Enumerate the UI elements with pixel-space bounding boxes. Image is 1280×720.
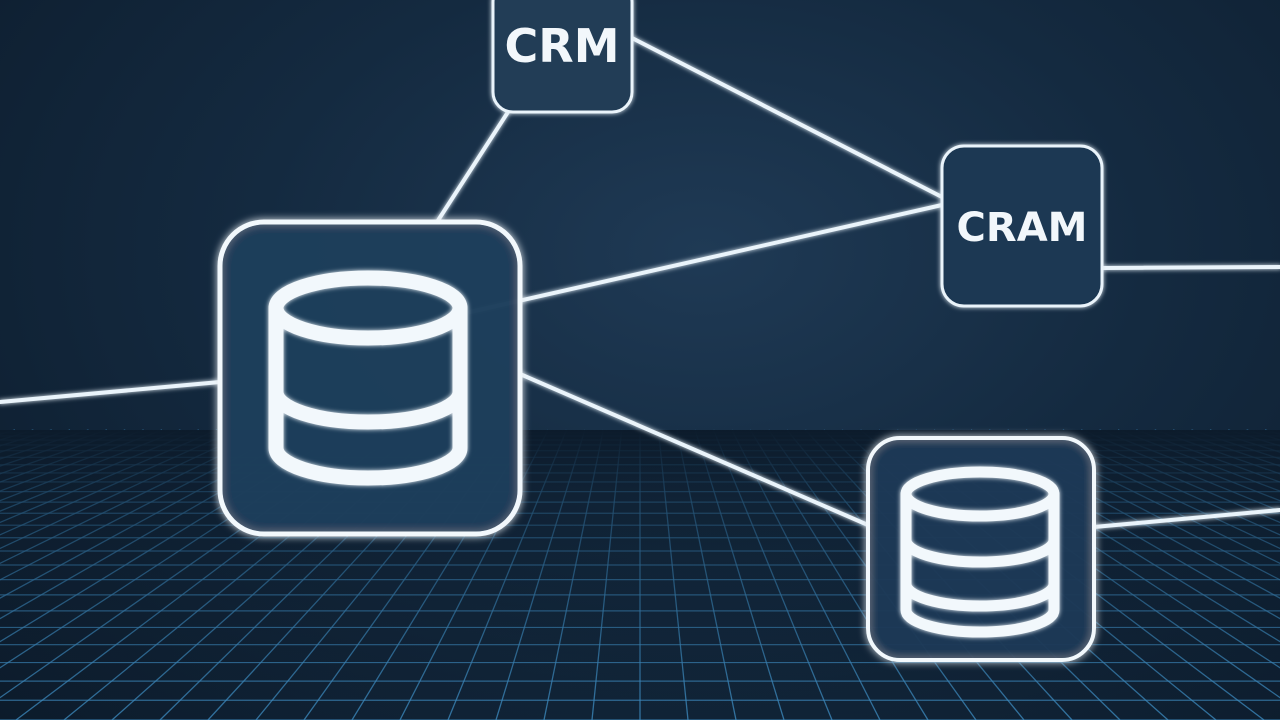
cram-node: CRAM	[940, 144, 1104, 308]
db2-body	[900, 488, 1060, 638]
db-middle-band	[268, 384, 468, 430]
edge-db-main-db-secondary	[518, 372, 870, 527]
crm-box	[491, 0, 634, 114]
cram-box	[940, 144, 1104, 308]
db-bottom-band	[268, 300, 468, 486]
crm-label: CRM	[505, 19, 620, 73]
crm-node: CRM	[491, 0, 634, 114]
edge-db-secondary-offscreen-right	[1092, 508, 1280, 529]
edge-db-main-cram	[468, 203, 944, 314]
database-icon	[900, 466, 1060, 638]
db-secondary-node	[866, 436, 1096, 662]
edge-crm-db-main	[435, 110, 510, 224]
connector-lines	[0, 36, 1280, 529]
cram-label: CRAM	[957, 205, 1088, 251]
db-main-node	[217, 219, 523, 537]
database-icon	[268, 270, 468, 486]
edge-cram-offscreen-right	[1100, 265, 1280, 270]
db-main-box	[217, 219, 523, 537]
db2-middle-band-2	[900, 578, 1060, 612]
edge-crm-cram	[630, 36, 944, 199]
edge-db-main-offscreen-left	[0, 380, 222, 404]
db-secondary-box	[866, 436, 1096, 662]
db2-middle-band-1	[900, 534, 1060, 568]
